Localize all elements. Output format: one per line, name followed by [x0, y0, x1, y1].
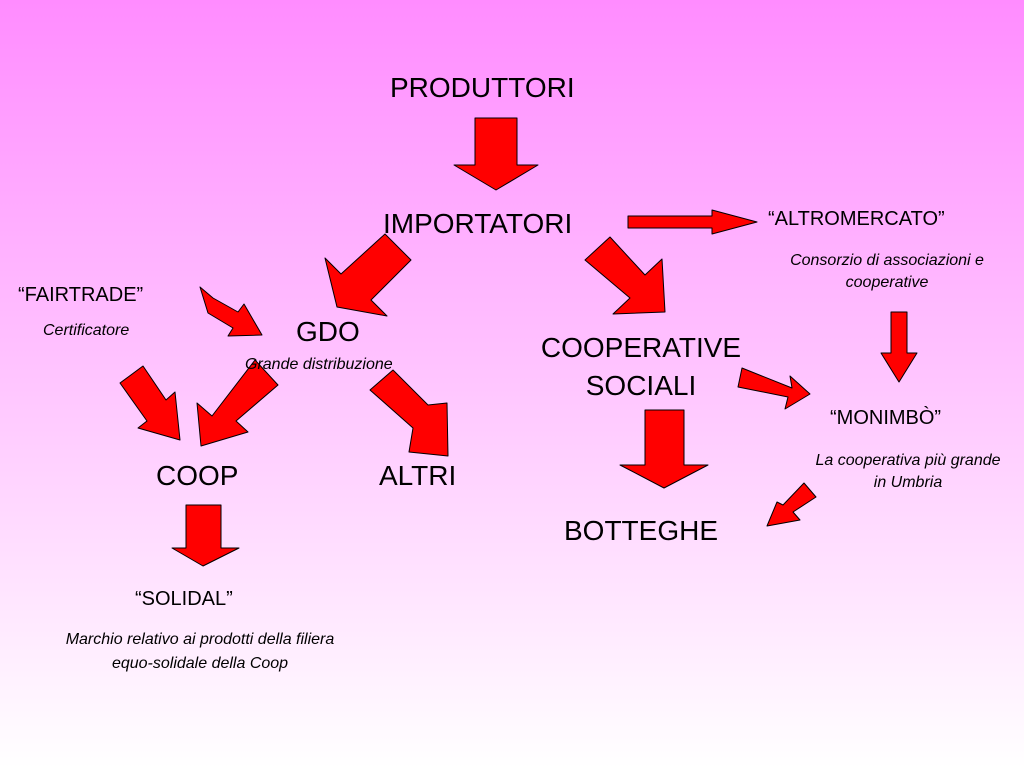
node-solidal: “SOLIDAL”	[135, 588, 233, 610]
node-solidal-desc: Marchio relativo ai prodotti della filie…	[65, 631, 335, 672]
arrow-importatori-altromercato	[627, 209, 758, 235]
node-gdo-desc: Grande distribuzione	[245, 356, 393, 373]
arrow-importatori-cooperative	[584, 236, 666, 315]
arrow-cooperative-botteghe	[619, 409, 709, 489]
node-altromercato-desc: Consorzio di associazioni e cooperative	[790, 252, 984, 291]
arrow-coop-solidal	[171, 504, 240, 567]
node-cooperative-sociali-line2: SOCIALI	[585, 370, 697, 401]
arrow-produttori-importatori	[453, 117, 539, 191]
node-fairtrade-desc: Certificatore	[43, 322, 130, 339]
node-monimbo: “MONIMBÒ”	[830, 407, 942, 429]
arrow-fairtrade-gdo	[199, 286, 263, 337]
arrow-gdo-altri	[369, 369, 449, 457]
node-importatori: IMPORTATORI	[383, 208, 573, 239]
arrow-cooperative-monimbo	[737, 367, 811, 410]
node-altri: ALTRI	[379, 460, 457, 491]
node-produttori: PRODUTTORI	[390, 72, 575, 103]
node-cooperative-sociali-line1: COOPERATIVE	[540, 332, 742, 363]
node-monimbo-desc: La cooperativa più grande in Umbria	[815, 452, 1001, 491]
node-gdo: GDO	[296, 316, 360, 347]
arrow-altromercato-monimbo	[880, 311, 918, 383]
node-coop: COOP	[156, 460, 239, 491]
arrow-gdo-coop	[196, 359, 279, 447]
node-altromercato: “ALTROMERCATO”	[768, 208, 945, 230]
node-botteghe: BOTTEGHE	[564, 515, 719, 546]
arrow-importatori-gdo	[324, 233, 412, 317]
arrow-fairtrade-coop	[119, 365, 181, 441]
arrow-monimbo-botteghe	[766, 482, 817, 527]
node-fairtrade: “FAIRTRADE”	[18, 284, 144, 306]
